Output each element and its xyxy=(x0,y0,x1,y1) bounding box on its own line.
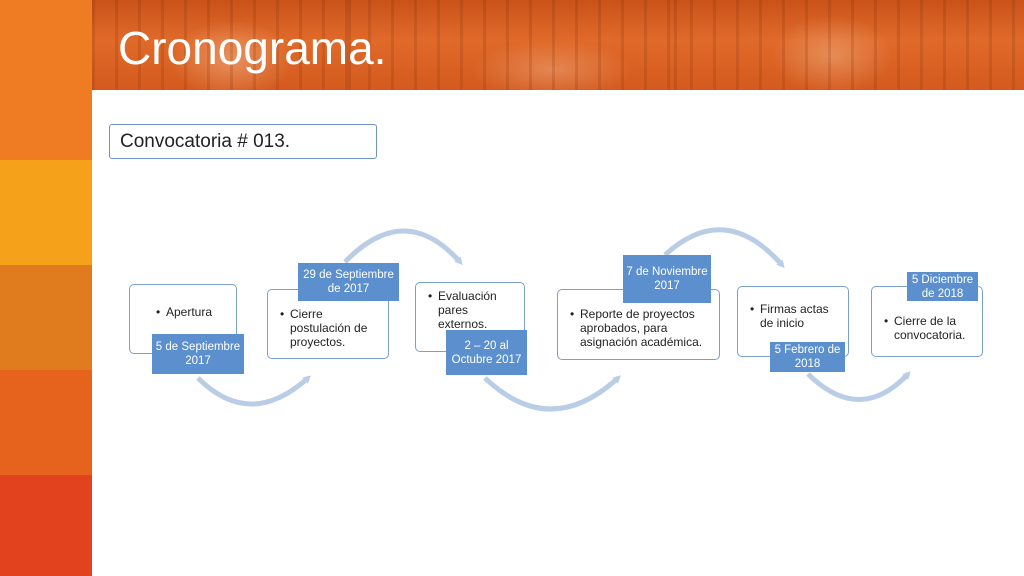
subtitle-box: Convocatoria # 013. xyxy=(109,124,377,159)
step-2-date: 29 de Septiembre de 2017 xyxy=(298,263,399,301)
arrow-3-to-4 xyxy=(483,375,621,412)
step-5-date: 5 Febrero de 2018 xyxy=(770,342,845,372)
arrow-5-to-6 xyxy=(806,371,911,402)
step-3-date: 2 – 20 al Octubre 2017 xyxy=(446,330,527,375)
step-3-activity: Evaluación pares externos. xyxy=(428,289,508,331)
step-4-date: 7 de Noviembre 2017 xyxy=(623,255,711,303)
slide-subtitle: Convocatoria # 013. xyxy=(120,131,291,152)
step-1-activity: Apertura xyxy=(156,305,234,319)
arrow-2-to-3 xyxy=(343,228,463,265)
step-6-date: 5 Diciembre de 2018 xyxy=(907,272,978,301)
arrow-4-to-5 xyxy=(663,227,785,269)
left-stripe-1 xyxy=(0,0,92,160)
left-stripe-5 xyxy=(0,475,92,576)
header-banner-photo xyxy=(92,0,1024,90)
left-stripe-2 xyxy=(0,160,92,265)
step-1-date: 5 de Septiembre 2017 xyxy=(152,334,244,374)
left-stripe-3 xyxy=(0,265,92,370)
step-5-activity: Firmas actas de inicio xyxy=(750,302,840,330)
step-2-activity: Cierre postulación de proyectos. xyxy=(280,307,386,349)
left-stripe-4 xyxy=(0,370,92,475)
step-4-activity: Reporte de proyectos aprobados, para asi… xyxy=(570,307,715,349)
step-6-activity: Cierre de la convocatoria. xyxy=(884,314,980,342)
arrow-1-to-2 xyxy=(196,375,311,407)
slide-title: Cronograma. xyxy=(118,22,387,74)
